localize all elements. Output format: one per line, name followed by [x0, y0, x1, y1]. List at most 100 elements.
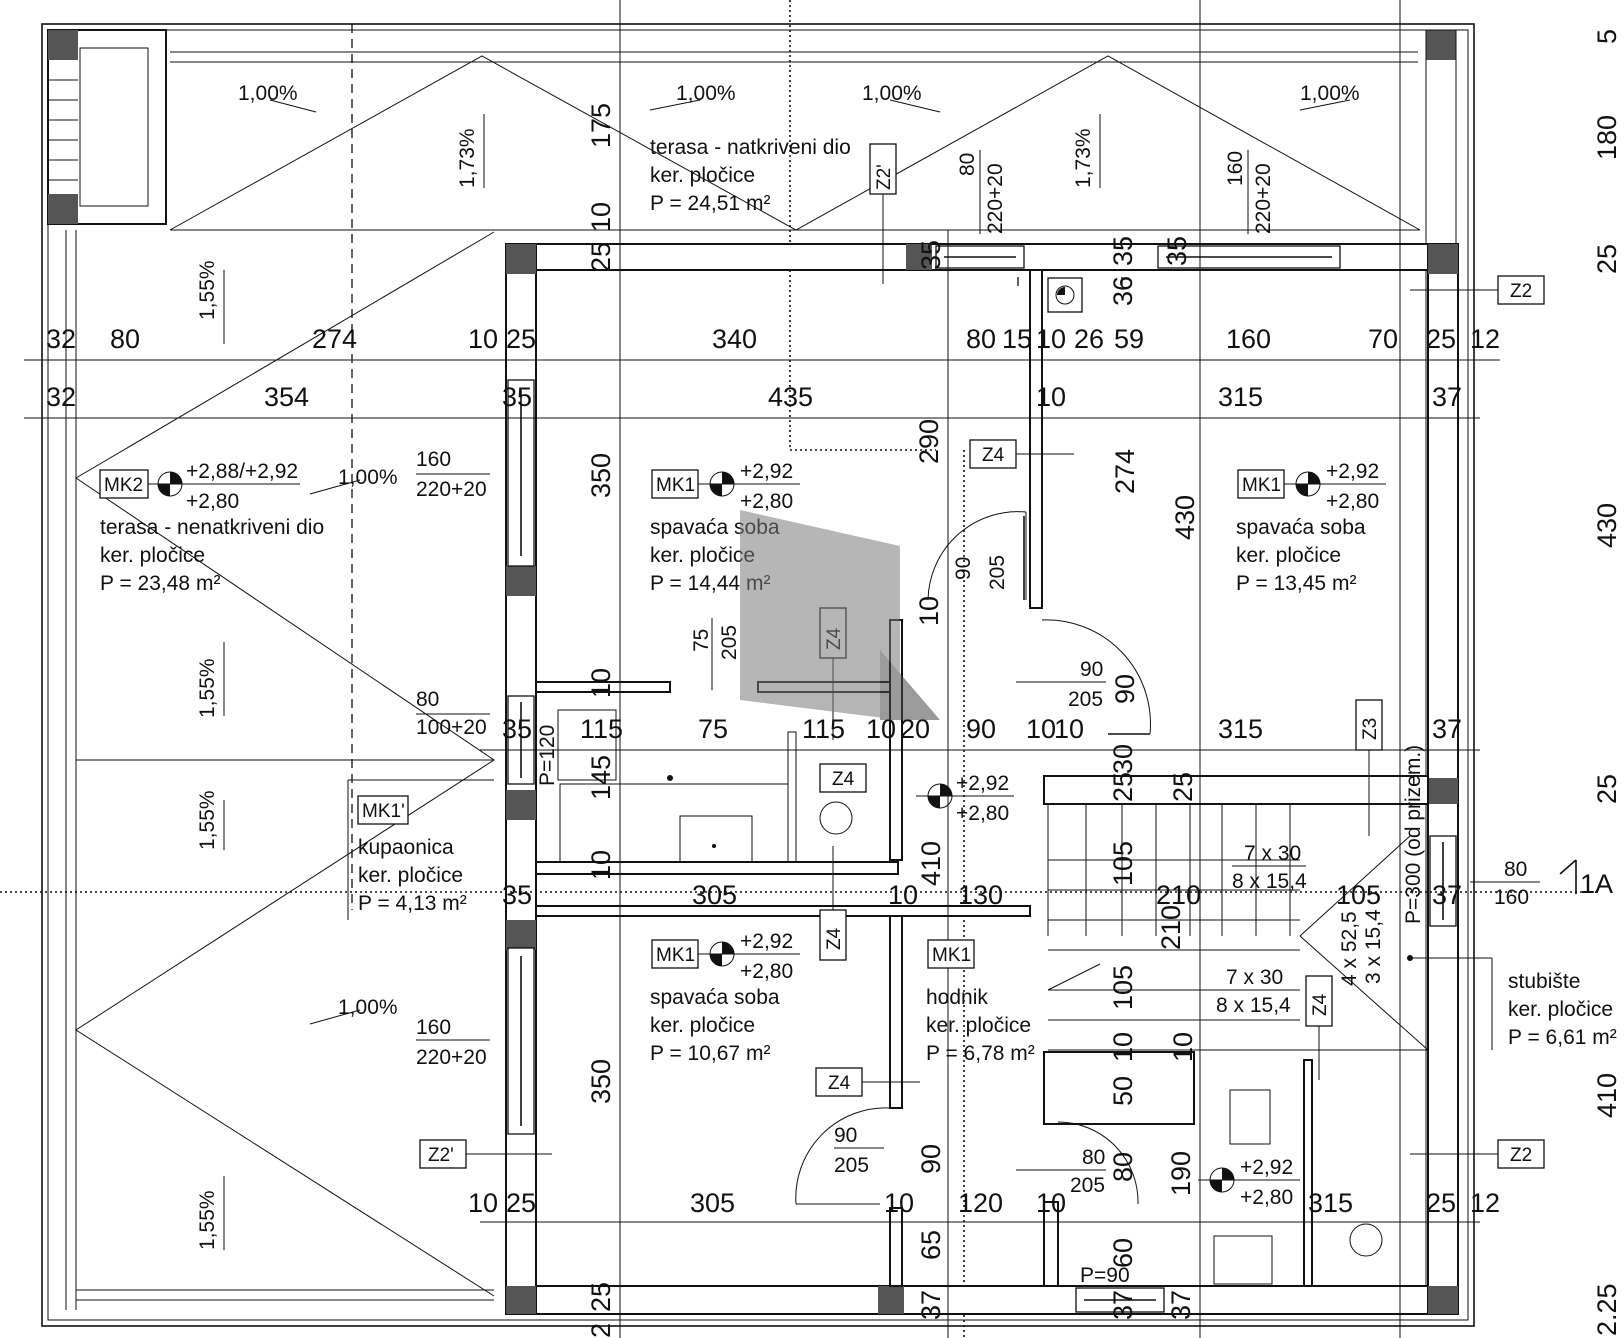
dim: 10	[1036, 382, 1066, 412]
room-hallway: MK1 hodnik ker. pločice P = 6,78 m²	[926, 939, 1035, 1065]
dim: 115	[802, 714, 845, 744]
room-name: stubište	[1508, 970, 1580, 993]
window-width: 160	[416, 1016, 451, 1039]
door-width: 80	[1082, 1146, 1105, 1169]
room-area: P = 10,67 m²	[650, 1042, 770, 1065]
room-finish: ker. pločice	[1508, 998, 1613, 1021]
dim: 15	[1002, 324, 1032, 354]
door-width: 90	[834, 1124, 857, 1147]
level-bottom: +2,80	[956, 802, 1009, 825]
door-height: 205	[834, 1154, 869, 1177]
level-top: +2,92	[740, 460, 793, 483]
dim: 70	[1368, 324, 1398, 354]
dim: 160	[1226, 324, 1271, 354]
room-finish: ker. pločice	[926, 1014, 1031, 1037]
slope-markers	[223, 99, 1351, 1250]
dim: 10	[586, 850, 616, 880]
dim: 75	[698, 714, 728, 744]
watermark-logo	[740, 510, 940, 720]
dim: 10	[586, 202, 616, 232]
door-height: 205	[1068, 688, 1103, 711]
dims-row-1: 32 80 274 10 25 340 80 15 10 26 59 160 7…	[46, 324, 1500, 354]
terrace-outline	[41, 0, 1475, 1338]
dim: 25	[1426, 1188, 1456, 1218]
dim: P=120	[536, 725, 559, 786]
level-top: +2,92	[1240, 1156, 1293, 1179]
dim: 410	[1592, 1073, 1622, 1118]
dim: 25	[586, 242, 616, 272]
dim: 130	[958, 880, 1003, 910]
dim: 410	[916, 841, 946, 886]
dim: 180	[1592, 115, 1622, 160]
floor-tag: MK1	[1242, 475, 1281, 496]
window-width: 160	[416, 448, 451, 471]
dim: 25	[1168, 772, 1198, 802]
staircase-treads	[1047, 804, 1429, 1051]
dim: 37	[916, 1290, 946, 1320]
dim: 315	[1308, 1188, 1353, 1218]
dim: 32	[46, 382, 76, 412]
level-bottom: +2,80	[740, 960, 793, 983]
dims-vertical: 175 10 25 35 36 35 35 350 290 274 430 20…	[536, 103, 1200, 1338]
dim: 90	[966, 714, 996, 744]
room-area: P = 23,48 m²	[100, 572, 220, 595]
dim: 350	[586, 1059, 616, 1104]
tag-z4: Z4	[982, 445, 1005, 466]
window-height: 100+20	[416, 716, 487, 739]
stair-risers: 8 x 15,4	[1216, 994, 1291, 1017]
section-label: 1A	[1580, 869, 1613, 899]
dim: 315	[1218, 714, 1263, 744]
dim: 10	[1026, 714, 1056, 744]
stair-landing: 4 x 52,5	[1338, 911, 1361, 986]
dims-row-4: 35 305 10 130 210 105 37	[502, 880, 1462, 910]
slope-label: 1,73%	[1072, 128, 1095, 188]
slope-label: 1,00%	[1300, 82, 1360, 105]
dim: 2.25	[1592, 1283, 1622, 1336]
floor-tag: MK1	[932, 945, 971, 966]
dim: 65	[916, 1230, 946, 1260]
dim: 36	[1108, 276, 1138, 306]
dim: 115	[580, 714, 623, 744]
window-height: 220+20	[1252, 163, 1275, 234]
interior-walls	[535, 269, 1429, 1287]
stair-treads: 7 x 30	[1226, 966, 1283, 989]
door-height: 205	[718, 625, 741, 660]
room-area: P = 4,13 m²	[358, 892, 467, 915]
tag-z2-prime: Z2'	[874, 164, 895, 190]
dim: 35	[1162, 236, 1192, 266]
exterior-walls	[505, 243, 1459, 1315]
dim: 430	[1592, 503, 1622, 548]
dim: P=90	[1080, 1264, 1130, 1287]
room-area: P = 6,78 m²	[926, 1042, 1035, 1065]
dim: 25	[1592, 244, 1622, 274]
dim: 430	[1170, 495, 1200, 540]
room-bathroom: MK1' kupaonica ker. pločice P = 4,13 m²	[347, 779, 494, 920]
floor-tag: MK1	[656, 945, 695, 966]
dim: 37	[1108, 1290, 1138, 1320]
stair-note: P=300 (od prizem.)	[1402, 745, 1425, 924]
dim: 274	[1110, 449, 1140, 494]
dim: 80	[1108, 1152, 1138, 1182]
floor-tag: MK1	[656, 475, 695, 496]
dims-right-edge: 5 180 25 430 25 410 2.25	[1592, 29, 1622, 1336]
room-name: terasa - natkriveni dio	[650, 136, 851, 159]
dim: 35	[916, 240, 946, 270]
dim: 10	[1108, 1032, 1138, 1062]
window-width: 80	[1504, 858, 1527, 881]
slope-label: 1,00%	[862, 82, 922, 105]
dims-row-2: 32 354 35 435 10 315 37	[46, 382, 1462, 412]
dim: 190	[1166, 1151, 1196, 1196]
dim: 354	[264, 382, 309, 412]
dim: 5	[1592, 29, 1622, 44]
dim: 35	[502, 714, 532, 744]
room-terrace-open: MK2 +2,88/+2,92 +2,80 terasa - nenatkriv…	[99, 460, 324, 595]
stair-treads: 7 x 30	[1244, 842, 1301, 865]
dim: 90	[952, 557, 975, 580]
stair-risers: 8 x 15,4	[1232, 870, 1307, 893]
dim: 10	[888, 880, 918, 910]
door-width: 75	[690, 629, 713, 652]
level-bottom: +2,80	[186, 490, 239, 513]
room-area: P = 13,45 m²	[1236, 572, 1356, 595]
room-name: spavaća soba	[650, 986, 780, 1009]
